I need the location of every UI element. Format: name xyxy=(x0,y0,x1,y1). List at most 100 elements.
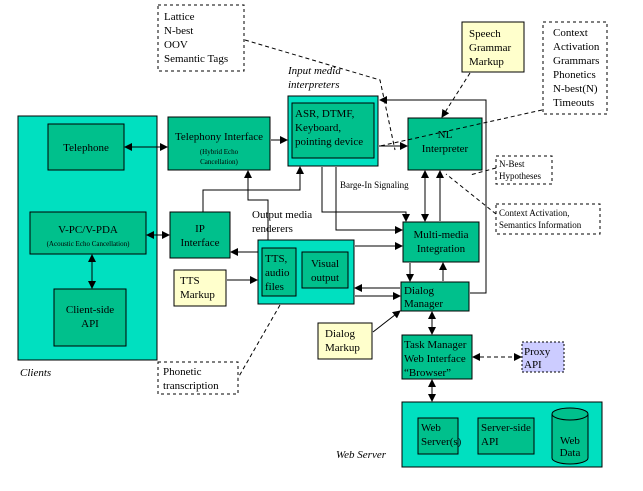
note-line: Phonetic xyxy=(163,366,202,378)
note-line: transcription xyxy=(163,380,219,392)
dialog-line: Dialog xyxy=(404,285,434,297)
markup-line: Grammar xyxy=(469,42,511,54)
client-api-line: API xyxy=(81,318,99,330)
nl-label: NL Interpreter xyxy=(422,129,469,155)
tts-audio-label: TTS, audio files xyxy=(265,253,290,293)
note-line: N-Best xyxy=(499,159,525,169)
phonetic-note xyxy=(157,361,239,395)
label-line: renderers xyxy=(252,223,293,235)
telephone-label: Telephone xyxy=(63,142,109,154)
nl-interpreter-box xyxy=(407,117,483,171)
ip-line: IP xyxy=(195,223,205,235)
clients-label: Clients xyxy=(20,367,51,379)
vpc-label: V-PC/V-PDA (Acoustic Echo Cancellation) xyxy=(47,224,130,248)
telephone-box xyxy=(47,123,125,171)
telephony-sub-line: Cancellation) xyxy=(200,158,238,166)
multimedia-line: Integration xyxy=(417,243,466,255)
dialog-manager-label: Dialog Manager xyxy=(404,285,443,310)
note-line: Timeouts xyxy=(553,97,594,109)
ip-label: IP Interface xyxy=(180,223,219,249)
dialog-markup-text: Dialog Markup xyxy=(325,328,360,354)
proxy-api-box xyxy=(521,341,565,373)
tts-markup-text: TTS Markup xyxy=(180,275,215,301)
server-api-label: Server-side API xyxy=(481,422,531,448)
note-line: Hypotheses xyxy=(499,171,541,181)
label-line: interpreters xyxy=(288,79,340,91)
output-media-label: Output media renderers xyxy=(252,209,312,235)
markup-line: Dialog xyxy=(325,328,355,340)
web-data-line: Data xyxy=(560,447,581,459)
note-line: Context xyxy=(553,27,588,39)
lattice-note xyxy=(157,4,245,72)
note-line: Semantic Tags xyxy=(164,53,228,65)
note-line: N-best(N) xyxy=(553,83,598,95)
web-servers-box xyxy=(417,417,459,455)
web-servers-line: Web xyxy=(421,422,441,434)
web-data-label: Web Data xyxy=(560,435,581,459)
server-api-box xyxy=(477,417,535,455)
web-data-cylinder xyxy=(551,407,589,465)
note-line: Semantics Information xyxy=(499,220,582,230)
tts-markup-box xyxy=(173,269,227,307)
context-note-text: Context Activation Grammars Phonetics N-… xyxy=(553,27,600,109)
note-line: N-best xyxy=(164,25,193,37)
tts-audio-box xyxy=(261,247,297,297)
markup-line: Markup xyxy=(180,289,215,301)
context-info-note xyxy=(495,203,601,235)
tts-line: files xyxy=(265,281,284,293)
task-manager-box xyxy=(401,334,473,380)
note-line: Lattice xyxy=(164,11,195,23)
asr-line: pointing device xyxy=(295,136,363,148)
nbest-note-text: N-Best Hypotheses xyxy=(499,159,541,181)
markup-line: Markup xyxy=(469,56,504,68)
client-api-line: Client-side xyxy=(66,304,114,316)
label-line: Input media xyxy=(287,65,341,77)
telephony-title: Telephony Interface xyxy=(175,131,263,143)
asr-line: Keyboard, xyxy=(295,122,341,134)
context-info-note-text: Context Activation, Semantics Informatio… xyxy=(499,208,582,230)
visual-line: output xyxy=(311,272,339,284)
proxy-line: API xyxy=(524,359,542,371)
note-line: Phonetics xyxy=(553,69,596,81)
ip-line: Interface xyxy=(180,237,219,249)
markup-line: Markup xyxy=(325,342,360,354)
multimedia-integration-box xyxy=(402,221,480,263)
note-line: Activation xyxy=(553,41,600,53)
lattice-note-text: Lattice N-best OOV Semantic Tags xyxy=(164,11,228,65)
telephony-interface-box xyxy=(167,116,271,171)
nbest-note xyxy=(495,155,553,185)
visual-line: Visual xyxy=(311,258,339,270)
speech-grammar-text: Speech Grammar Markup xyxy=(469,28,511,68)
connectors xyxy=(88,96,487,402)
phonetic-note-text: Phonetic transcription xyxy=(163,366,219,392)
visual-label: Visual output xyxy=(311,258,339,284)
task-line: Task Manager xyxy=(404,339,467,351)
web-servers-label: Web Server(s) xyxy=(421,422,462,448)
multimedia-label: Multi-media Integration xyxy=(414,229,469,255)
note-line: OOV xyxy=(164,39,188,51)
tts-line: TTS, xyxy=(265,253,288,265)
markup-line: Speech xyxy=(469,28,501,40)
task-manager-label: Task Manager Web Interface “Browser” xyxy=(404,339,467,379)
dashed-connectors xyxy=(237,39,543,379)
context-note xyxy=(542,21,608,115)
server-api-line: Server-side xyxy=(481,422,531,434)
note-line: Grammars xyxy=(553,55,599,67)
barge-in-label: Barge-In Signaling xyxy=(340,180,409,190)
nl-line: NL xyxy=(438,129,453,141)
vpc-sub: (Acoustic Echo Cancellation) xyxy=(47,240,130,248)
task-line: “Browser” xyxy=(404,367,451,379)
proxy-api-label: Proxy API xyxy=(524,346,551,371)
asr-inner-box xyxy=(291,102,375,159)
web-data-line: Web xyxy=(560,435,580,447)
markup-line: TTS xyxy=(180,275,200,287)
task-line: Web Interface xyxy=(404,353,466,365)
server-api-line: API xyxy=(481,436,499,448)
vpc-title: V-PC/V-PDA xyxy=(58,224,118,236)
web-servers-line: Server(s) xyxy=(421,436,462,448)
dialog-line: Manager xyxy=(404,298,443,310)
asr-line: ASR, DTMF, xyxy=(295,108,355,120)
telephony-label: Telephony Interface (Hybrid Echo Cancell… xyxy=(175,131,263,166)
ip-interface-box xyxy=(169,211,231,259)
